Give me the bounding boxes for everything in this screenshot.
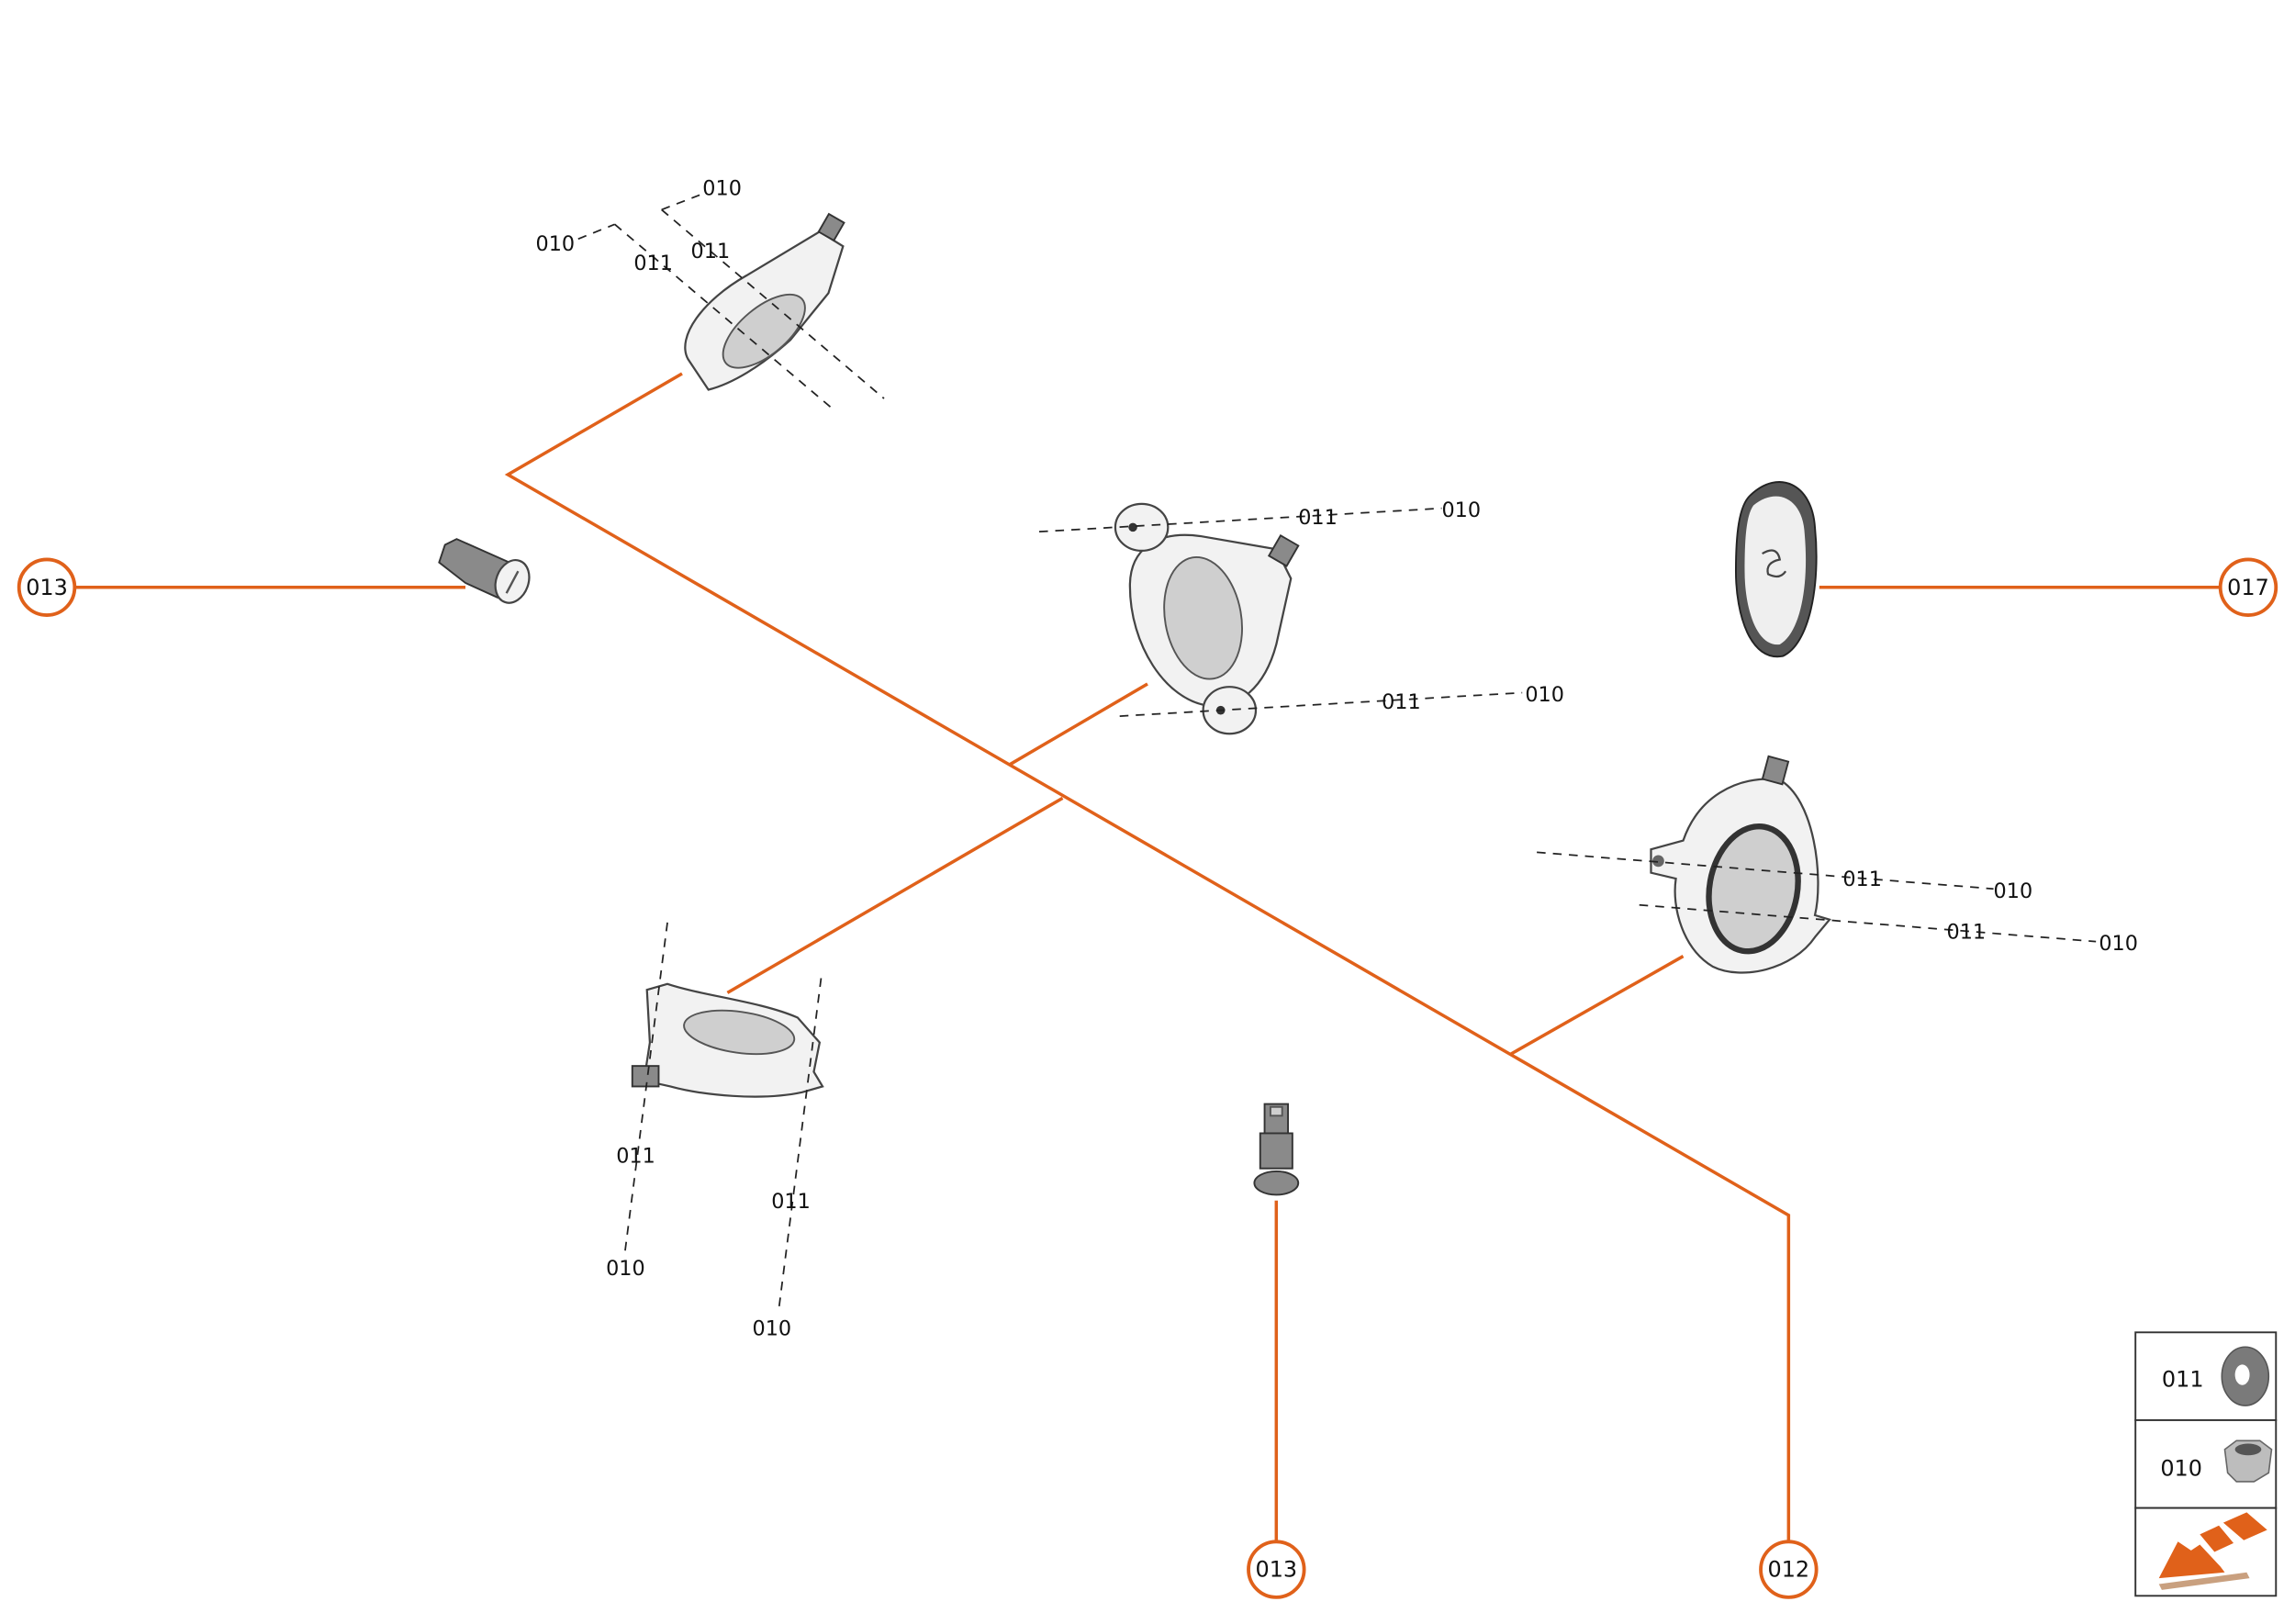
- part-label-010: 010: [1441, 498, 1481, 522]
- callout-label: 012: [1768, 1557, 1810, 1583]
- part-label-011: 011: [1382, 690, 1421, 714]
- part-label-011: 011: [633, 252, 673, 275]
- part-label-010: 010: [1525, 683, 1564, 707]
- legend: 011 010: [2134, 1331, 2278, 1597]
- leader-lines: [75, 372, 2220, 1540]
- washer-icon: [2221, 1346, 2270, 1406]
- leader-012-branch-right: [1509, 955, 1685, 1056]
- part-label-011: 011: [616, 1144, 655, 1168]
- callout-label: 013: [1255, 1557, 1297, 1583]
- bolt-part[interactable]: [1253, 1103, 1300, 1196]
- callout-label: 013: [26, 575, 68, 600]
- bracket-top-left[interactable]: [577, 194, 885, 411]
- legend-code-011: 011: [2162, 1366, 2204, 1392]
- callout-013-left[interactable]: 013: [17, 557, 77, 617]
- part-label-010: 010: [2099, 932, 2138, 956]
- callout-013-bottom[interactable]: 013: [1247, 1540, 1306, 1599]
- part-label-010: 010: [1994, 879, 2033, 903]
- part-label-010: 010: [702, 176, 742, 200]
- part-label-010: 010: [753, 1316, 792, 1340]
- part-label-011: 011: [771, 1190, 811, 1214]
- part-label-011: 011: [1842, 868, 1882, 891]
- leader-012-main: [504, 372, 1791, 1540]
- part-label-010: 010: [606, 1257, 645, 1281]
- bracket-right[interactable]: [1537, 755, 2097, 974]
- leader-012-branch-bottom-left: [726, 796, 1064, 994]
- part-label-011: 011: [1298, 506, 1338, 530]
- part-label-011: 011: [1947, 920, 1987, 944]
- part-label-010: 010: [536, 232, 576, 256]
- bracket-center[interactable]: [1038, 502, 1523, 735]
- callout-017[interactable]: 017: [2218, 557, 2278, 617]
- direction-arrow-icon[interactable]: [2158, 1512, 2267, 1590]
- cap-part[interactable]: [1734, 481, 1818, 658]
- part-label-011: 011: [691, 240, 731, 263]
- lock-cylinder-part[interactable]: [438, 538, 534, 608]
- callout-label: 017: [2227, 575, 2269, 600]
- bracket-bottom-left[interactable]: [623, 922, 824, 1311]
- legend-code-010: 010: [2160, 1456, 2202, 1482]
- flange-nut-icon: [2223, 1439, 2273, 1483]
- leader-012-branch-center: [1009, 682, 1148, 767]
- callout-012[interactable]: 012: [1759, 1540, 1819, 1599]
